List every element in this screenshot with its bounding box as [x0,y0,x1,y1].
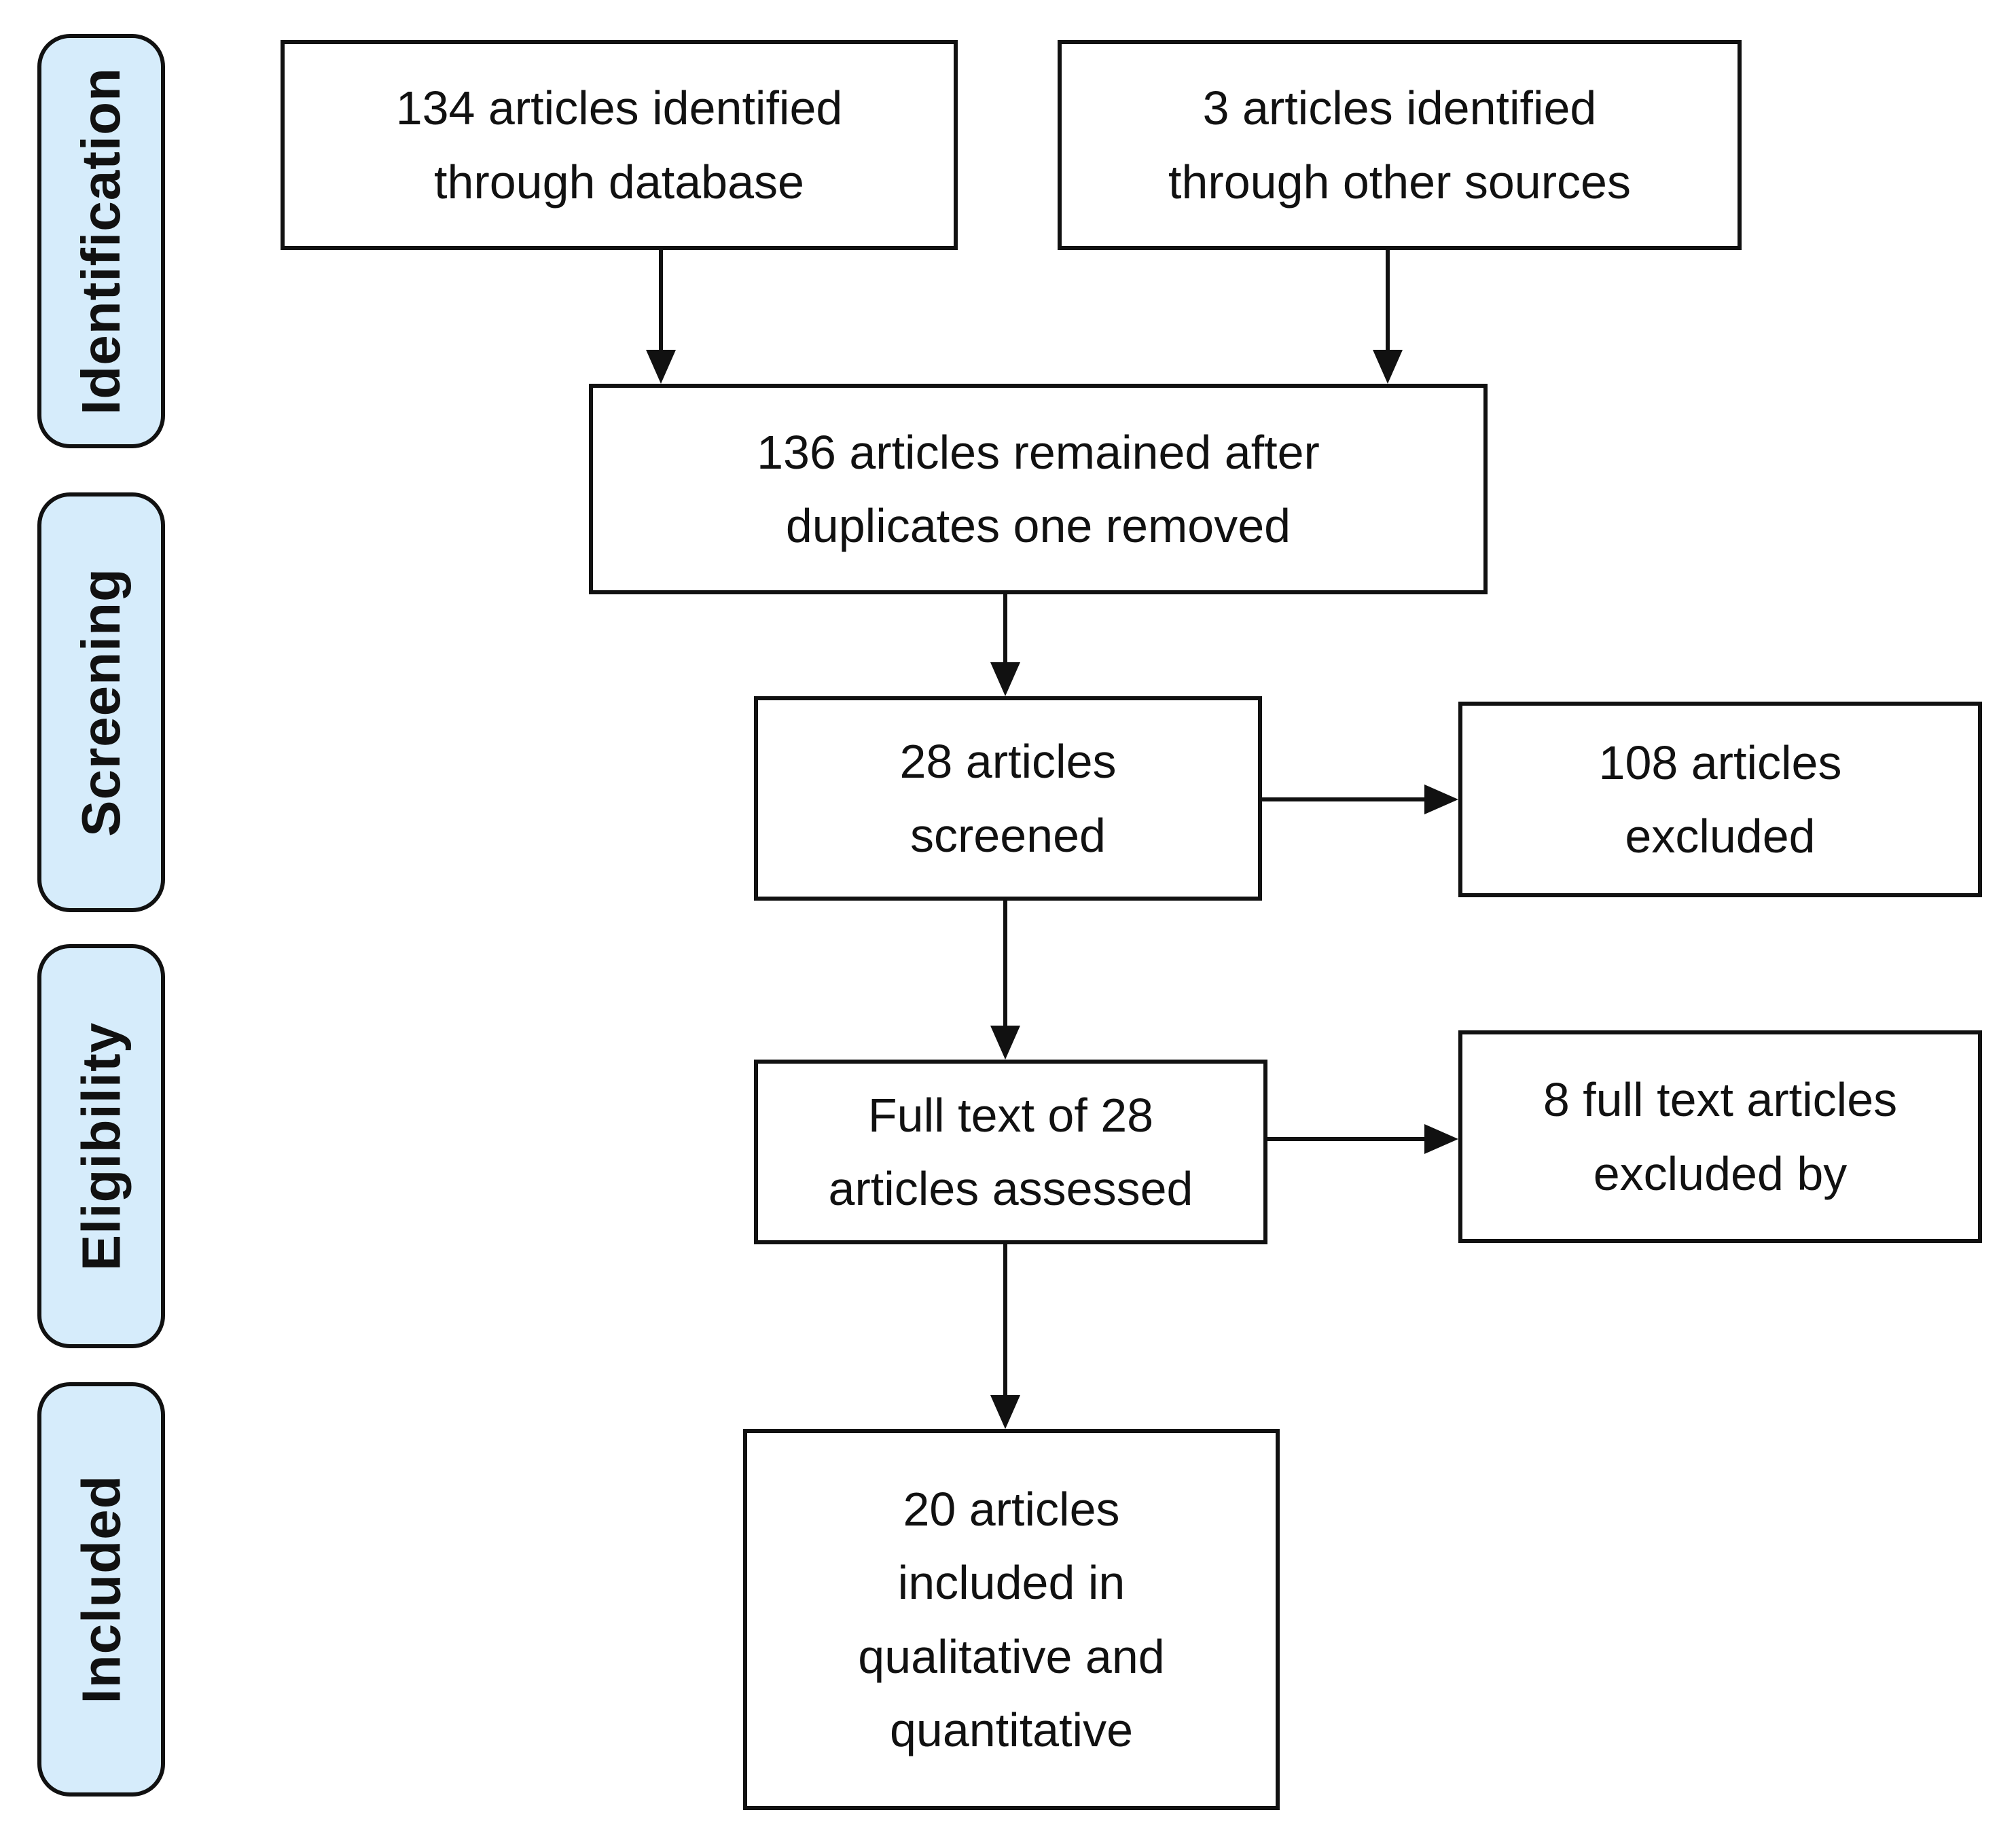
flow-box-fulltext-excluded: 8 full text articles excluded by [1458,1030,1982,1243]
arrowhead-down-icon [990,1395,1020,1429]
flow-box-identified-other-sources: 3 articles identified through other sour… [1058,40,1742,250]
flow-box-identified-database: 134 articles identified through database [281,40,958,250]
arrowhead-down-icon [646,350,676,384]
flow-box-included-final-label: 20 articles included in qualitative and … [858,1482,1165,1757]
flow-box-after-duplicates-label: 136 articles remained after duplicates o… [757,425,1320,553]
stage-box-screening: Screening [37,492,165,912]
arrow-shaft [1003,1244,1007,1398]
stage-box-eligibility: Eligibility [37,944,165,1348]
flow-box-fulltext-assessed-label: Full text of 28 articles assessed [828,1088,1193,1216]
arrowhead-down-icon [1373,350,1403,384]
flow-box-screened-excluded-label: 108 articles excluded [1598,736,1842,863]
arrow-shaft [659,250,663,353]
flow-box-screened-excluded: 108 articles excluded [1458,702,1982,897]
arrowhead-right-icon [1424,1124,1458,1154]
stage-label-screening: Screening [71,568,132,837]
arrow-screened-to-fulltext [990,901,1020,1060]
flow-box-after-duplicates: 136 articles remained after duplicates o… [589,384,1488,594]
stage-box-identification: Identification [37,34,165,448]
arrow-fulltext-to-excluded [1267,1124,1458,1154]
arrow-shaft [1267,1137,1427,1141]
flow-box-identified-other-sources-label: 3 articles identified through other sour… [1168,82,1631,209]
arrow-shaft [1003,901,1007,1028]
stage-label-eligibility: Eligibility [71,1022,131,1271]
arrow-database-to-merged [646,250,676,384]
arrowhead-down-icon [990,1026,1020,1060]
flow-box-included-final: 20 articles included in qualitative and … [743,1429,1280,1810]
arrow-screened-to-excluded [1262,784,1458,814]
arrowhead-right-icon [1424,784,1458,814]
stage-box-included: Included [37,1382,165,1797]
stage-label-identification: Identification [71,67,131,415]
flow-box-fulltext-excluded-label: 8 full text articles excluded by [1543,1073,1898,1200]
arrow-shaft [1386,250,1390,353]
flow-box-identified-database-label: 134 articles identified through database [395,82,843,209]
flow-box-screened: 28 articles screened [754,696,1262,901]
stage-label-included: Included [71,1475,131,1704]
arrow-fulltext-to-included [990,1244,1020,1429]
arrow-shaft [1262,797,1427,801]
arrowhead-down-icon [990,662,1020,696]
arrow-shaft [1003,594,1007,665]
flow-box-screened-label: 28 articles screened [899,735,1117,862]
arrow-merged-to-screened [990,594,1020,696]
flow-box-fulltext-assessed: Full text of 28 articles assessed [754,1060,1267,1244]
arrow-other-sources-to-merged [1373,250,1403,384]
